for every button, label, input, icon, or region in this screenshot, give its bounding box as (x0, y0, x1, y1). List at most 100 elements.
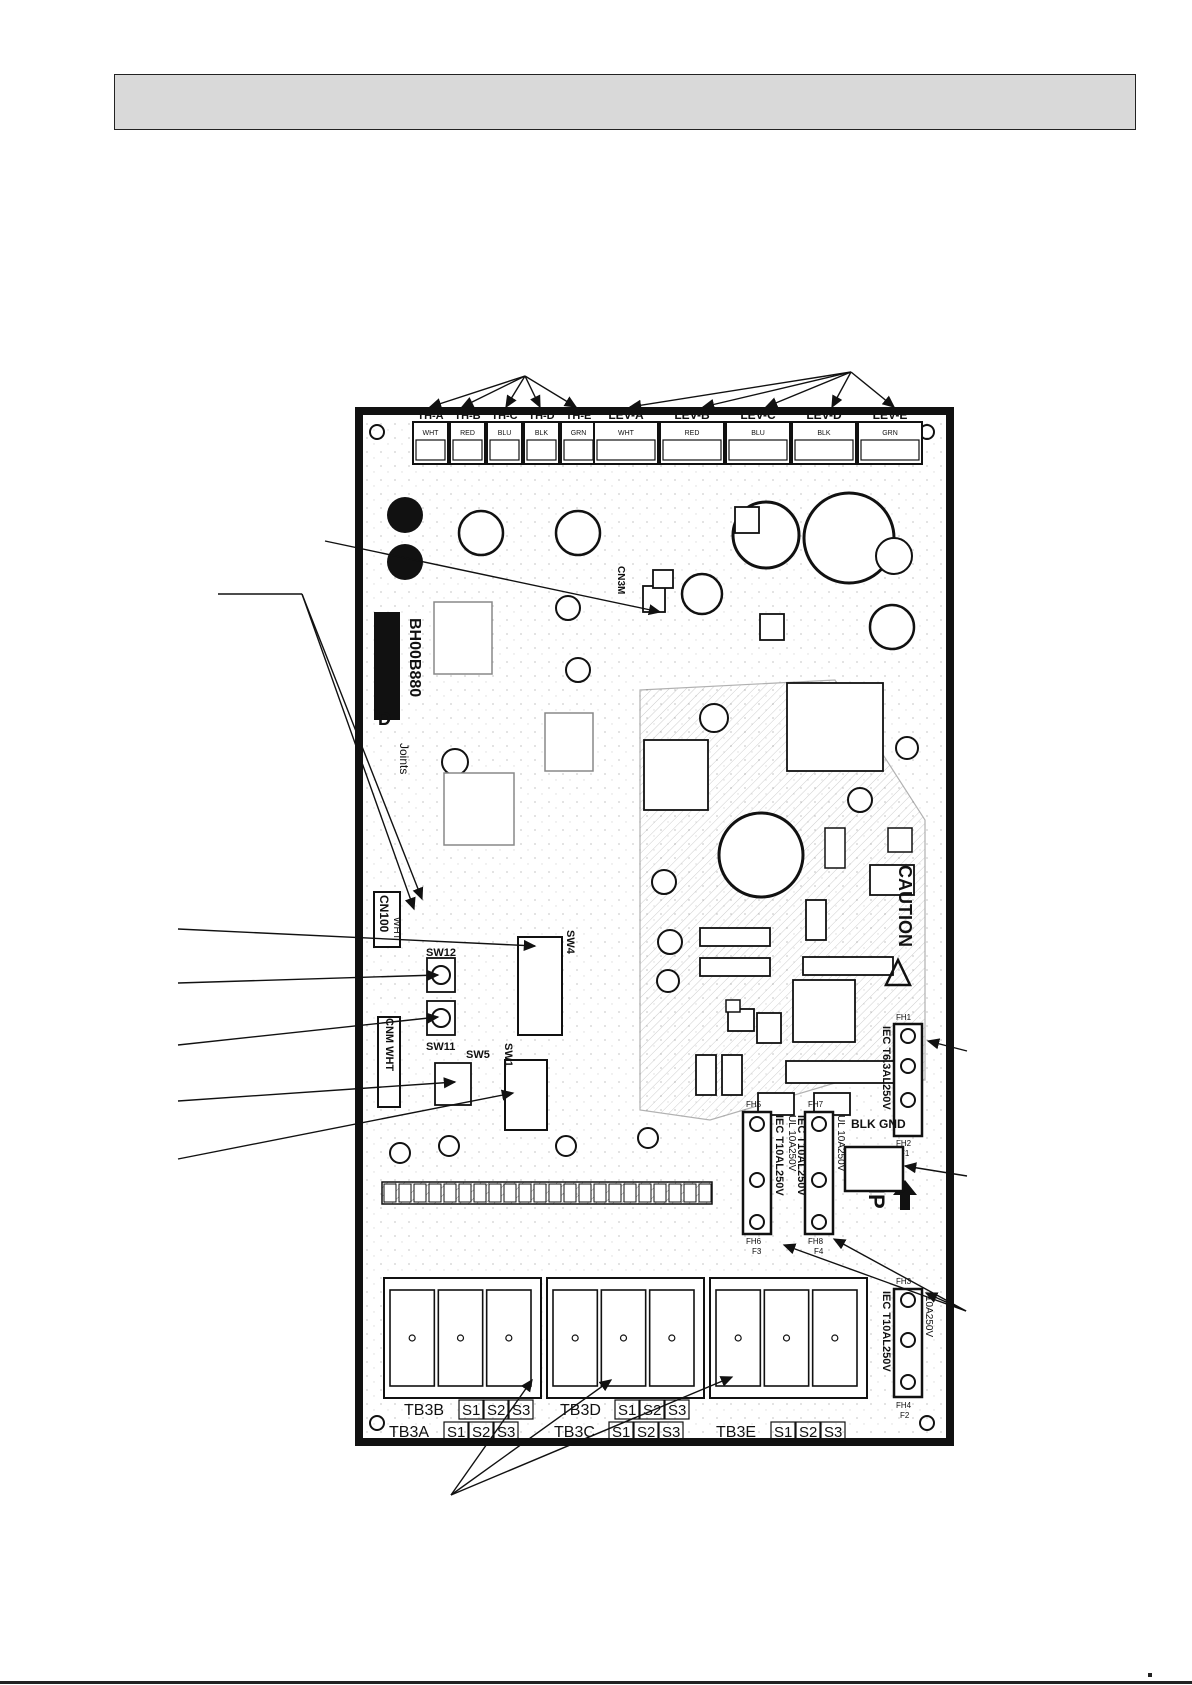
connector-color: GRN (571, 430, 587, 437)
terminal-pin-label: S2 (487, 1402, 505, 1419)
connector-color: RED (460, 430, 475, 437)
f2-mark: F2 (900, 1411, 910, 1420)
terminal-label-row: TB3C S1 S2 S3 (554, 1421, 684, 1442)
top-connector-row: TH-AWHTTH-BREDTH-CBLUTH-DBLKTH-EGRNLEV-A… (412, 408, 923, 465)
terminal-pin-label: S2 (799, 1424, 817, 1441)
revision-mark: D (378, 709, 391, 729)
fh3-ul: 10A250V (923, 1296, 934, 1337)
terminal-pin-label: S2 (637, 1424, 655, 1441)
fh7-ul: UL 10A250V (835, 1115, 846, 1172)
connector-color: BLK (817, 430, 831, 437)
fh5-rating: IEC T10AL250V (773, 1115, 785, 1196)
connector-color: GRN (882, 430, 898, 437)
top-connector: TH-B RED (449, 410, 486, 465)
connector-color: RED (685, 430, 700, 437)
top-connector: TH-E GRN (560, 410, 597, 465)
cnm-label: CNM WHT (383, 1018, 395, 1071)
fh1-name: FH1 (896, 1013, 912, 1022)
ground-connector: BLK GND (843, 1117, 906, 1193)
connector-name: TH-B (454, 410, 480, 422)
terminal-block-name: TB3D (560, 1402, 601, 1419)
sw12-label: SW12 (426, 947, 456, 959)
connector-name: TH-E (566, 410, 592, 422)
fh5-name: FH5 (746, 1100, 762, 1109)
callout-lines (177, 371, 968, 1496)
terminal-pin-label: S3 (512, 1402, 530, 1419)
fh3-rating: IEC T10AL250V (880, 1291, 892, 1372)
electrolytic-capacitors (389, 491, 919, 1164)
left-connectors: CN100 WHT CNM WHT (373, 891, 402, 1108)
terminal-pin-label: S3 (497, 1424, 515, 1441)
terminal-pin-label: S1 (618, 1402, 636, 1419)
fh3-name: FH3 (896, 1277, 912, 1286)
terminal-block (709, 1277, 868, 1399)
fh2-name: FH2 (896, 1139, 912, 1148)
part-number-block: BH00B880 D Joints (374, 612, 423, 774)
connector-name: LEV-C (740, 408, 776, 422)
terminal-pin-label: S3 (668, 1402, 686, 1419)
terminal-label-row: TB3B S1 S2 S3 (404, 1399, 534, 1420)
terminal-pin-label: S3 (662, 1424, 680, 1441)
top-connector: TH-A WHT (412, 410, 449, 465)
terminal-label-row: TB3A S1 S2 S3 (389, 1421, 519, 1442)
part-number: BH00B880 (406, 618, 423, 697)
fh8-name: FH8 (808, 1237, 824, 1246)
fh4-name: FH4 (896, 1401, 912, 1410)
fh1-rating: IEC T6.3AL250V (880, 1026, 892, 1110)
fh7-rating: IEC T10AL250V (795, 1115, 807, 1196)
fh5-ul: UL 10A250V (786, 1115, 797, 1172)
connector-name: LEV-A (608, 408, 644, 422)
f3-mark: F3 (752, 1247, 762, 1256)
connector-color: BLU (751, 430, 765, 437)
fuse-holders: IEC T6.3AL250V FH1 FH2 F1 IEC T10AL250V … (741, 1013, 934, 1420)
resistor-strip (381, 1181, 713, 1205)
top-connector: LEV-C BLU (725, 408, 791, 465)
fh7-name: FH7 (808, 1100, 824, 1109)
f4-mark: F4 (814, 1247, 824, 1256)
cn100-color: WHT (391, 917, 402, 940)
connector-color: WHT (423, 430, 440, 437)
footer-mark (1148, 1673, 1152, 1677)
connector-color: BLK (535, 430, 549, 437)
terminal-block-name: TB3C (554, 1424, 595, 1441)
ic-blocks (433, 506, 915, 1177)
terminal-label-row: TB3E S1 S2 S3 (716, 1421, 846, 1442)
terminal-pin-label: S3 (824, 1424, 842, 1441)
connector-name: LEV-B (674, 408, 710, 422)
terminal-block (383, 1277, 542, 1399)
terminal-pin-label: S1 (774, 1424, 792, 1441)
cn3m-label: CN3M (615, 566, 626, 594)
terminal-pin-label: S1 (462, 1402, 480, 1419)
terminal-pin-label: S1 (612, 1424, 630, 1441)
cn100-label: CN100 (377, 895, 391, 933)
terminal-block-name: TB3E (716, 1424, 756, 1441)
top-connector: LEV-E GRN (857, 408, 923, 465)
sw1-label: SW1 (502, 1043, 514, 1067)
sw11-label: SW11 (426, 1041, 455, 1053)
sw4-label: SW4 (564, 930, 576, 955)
top-connector: LEV-D BLK (791, 408, 857, 465)
terminal-pin-label: S1 (447, 1424, 465, 1441)
footer-rule (0, 1681, 1192, 1684)
fh6-name: FH6 (746, 1237, 762, 1246)
terminal-block-name: TB3B (404, 1402, 444, 1419)
terminal-block-name: TB3A (389, 1424, 429, 1441)
connector-color: WHT (618, 430, 635, 437)
connector-name: TH-A (417, 410, 443, 422)
f1-mark: F1 (900, 1149, 910, 1158)
terminal-pin-label: S2 (472, 1424, 490, 1441)
brand-label: Joints (397, 743, 411, 774)
terminal-block (546, 1277, 705, 1399)
caution-label: CAUTION (895, 865, 915, 947)
connector-name: TH-C (491, 410, 517, 422)
page-header-bar (114, 74, 1136, 130)
connector-name: LEV-E (873, 408, 908, 422)
sw5-label: SW5 (466, 1049, 490, 1061)
connector-name: LEV-D (806, 408, 842, 422)
blk-gnd-label: BLK GND (851, 1117, 906, 1131)
